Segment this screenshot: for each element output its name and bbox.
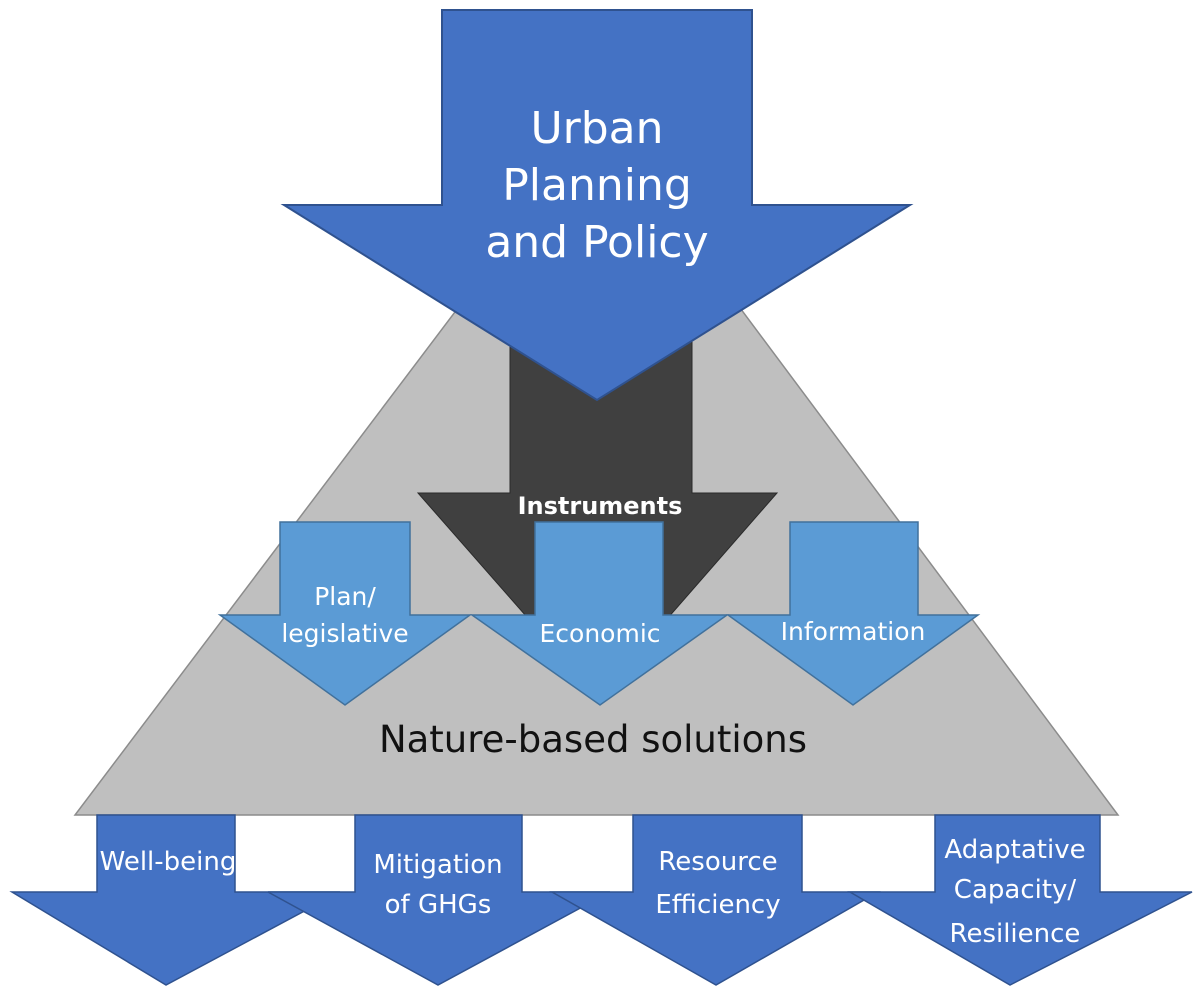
resource-efficiency-line-2: Efficiency — [655, 890, 780, 920]
adaptative-line-2: Capacity/ — [954, 875, 1077, 905]
plan-legislative-arrow — [217, 521, 473, 706]
plan-legislative-line-1: Plan/ — [314, 582, 376, 611]
top-arrow-line-2: Planning — [502, 160, 692, 211]
mitigation-line-2: of GHGs — [385, 890, 492, 920]
information-label: Information — [781, 617, 926, 646]
economic-arrow — [469, 521, 730, 706]
nbs-label: Nature-based solutions — [379, 718, 807, 761]
adaptative-capacity-arrow — [847, 814, 1193, 986]
economic-label: Economic — [539, 619, 660, 648]
mitigation-arrow — [267, 814, 611, 986]
instruments-label: Instruments — [518, 492, 683, 520]
resource-efficiency-arrow — [549, 814, 881, 986]
adaptative-line-1: Adaptative — [944, 835, 1085, 865]
resource-efficiency-line-1: Resource — [658, 847, 777, 877]
top-arrow-line-3: and Policy — [485, 217, 708, 268]
urban-planning-arrow — [280, 9, 914, 402]
plan-legislative-line-2: legislative — [281, 619, 408, 648]
well-being-arrow — [9, 814, 341, 986]
mitigation-line-1: Mitigation — [373, 850, 502, 880]
top-arrow-line-1: Urban — [530, 103, 663, 154]
adaptative-line-3: Resilience — [950, 919, 1081, 949]
well-being-label: Well-being — [100, 847, 237, 877]
information-arrow — [725, 521, 981, 706]
instruments-arrow — [416, 339, 779, 699]
